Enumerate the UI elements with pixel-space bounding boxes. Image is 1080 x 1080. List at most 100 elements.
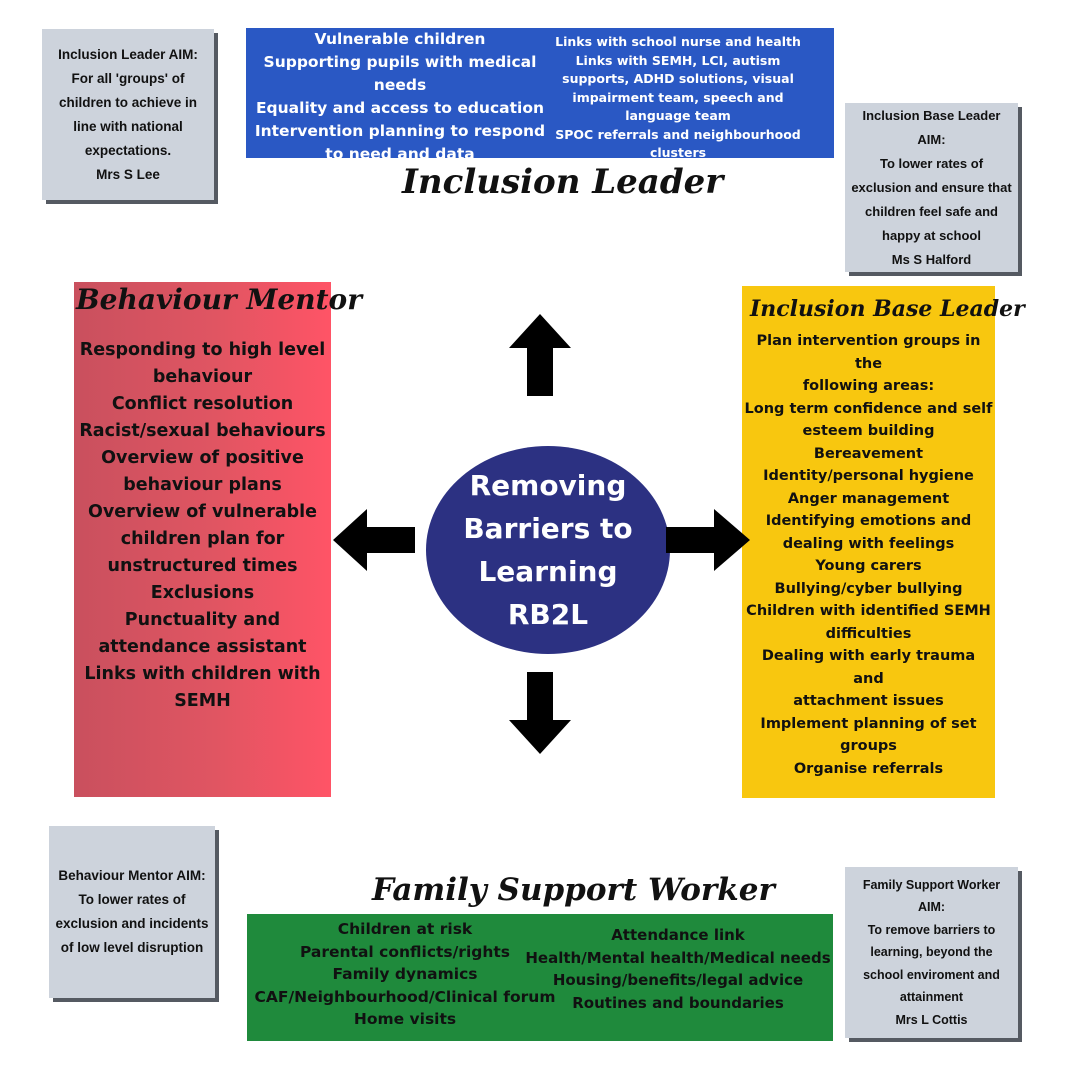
list-item: SEMH — [174, 691, 231, 711]
arrow-up-icon — [509, 314, 571, 396]
list-item: CAF/Neighbourhood/Clinical forum — [254, 987, 556, 1006]
list-item: groups — [840, 738, 897, 754]
aim-line: For all 'groups' of — [71, 70, 185, 86]
list-item: Attendance link — [611, 926, 745, 944]
list-item: children plan for — [120, 529, 285, 549]
center-line: Removing — [469, 469, 627, 502]
behaviour-mentor-title: Behaviour Mentor — [76, 283, 362, 316]
list-item: and — [853, 670, 884, 687]
inclusion-leader-left-list: Vulnerable children Supporting pupils wi… — [246, 28, 554, 166]
list-item: Family dynamics — [332, 965, 478, 983]
list-item: Bullying/cyber bullying — [774, 580, 963, 597]
list-item: Housing/benefits/legal advice — [552, 971, 804, 989]
aim-line: school enviroment and — [863, 967, 1000, 982]
list-item: attendance assistant — [98, 637, 307, 657]
aim-line: learning, beyond the — [870, 945, 993, 960]
behaviour-mentor-aim-box: Behaviour Mentor AIM: To lower rates of … — [49, 826, 215, 998]
aim-line: exclusion and ensure that — [851, 179, 1012, 195]
center-circle: Removing Barriers to Learning RB2L — [426, 446, 670, 654]
aim-line: Mrs L Cottis — [895, 1012, 968, 1027]
list-item: Organise referrals — [793, 760, 944, 777]
aim-line: AIM: — [917, 900, 946, 915]
aim-line: Mrs S Lee — [96, 166, 160, 182]
list-item: Anger management — [787, 490, 950, 507]
family-support-worker-box: Children at risk Parental conflicts/righ… — [247, 914, 833, 1041]
list-item: Health/Mental health/Medical needs — [525, 948, 831, 967]
list-item: Conflict resolution — [111, 394, 294, 414]
aim-line: of low level disruption — [60, 940, 204, 955]
list-item: Punctuality and — [124, 610, 281, 630]
list-item: Young carers — [815, 558, 922, 574]
aim-line: line with national — [73, 118, 183, 134]
list-item: Racist/sexual behaviours — [79, 421, 326, 441]
behaviour-mentor-box: Responding to high level behaviour Confl… — [74, 282, 331, 797]
list-item: esteem building — [802, 423, 935, 439]
center-line: Barriers to — [463, 512, 633, 545]
aim-line: To lower rates of — [78, 892, 186, 907]
list-item: Responding to high level — [79, 340, 326, 360]
list-item: Overview of positive — [101, 448, 304, 468]
family-support-worker-title: Family Support Worker — [372, 872, 775, 908]
list-item: Links with SEMH, LCI, autism — [575, 52, 781, 68]
aim-line: children to achieve in — [58, 94, 198, 110]
aim-line: expectations. — [84, 142, 172, 158]
aim-line: Inclusion Base Leader — [862, 107, 1001, 123]
family-support-right-list: Attendance link Health/Mental health/Med… — [525, 924, 831, 1014]
behaviour-mentor-list: Responding to high level behaviour Confl… — [74, 337, 331, 715]
arrow-down-icon — [509, 672, 571, 754]
list-item: Exclusions — [150, 583, 255, 603]
aim-line: Inclusion Leader AIM: — [58, 46, 198, 62]
list-item: Children with identified SEMH — [746, 603, 991, 619]
list-item: to need and data — [325, 145, 475, 163]
aim-line: attainment — [899, 990, 964, 1005]
list-item: Plan intervention groups in — [756, 333, 981, 349]
list-item: Children at risk — [337, 920, 473, 938]
aim-line: children feel safe and — [865, 203, 998, 219]
center-text: Removing Barriers to Learning RB2L — [463, 464, 632, 636]
aim-line: Ms S Halford — [891, 251, 972, 267]
aim-line: To remove barriers to — [867, 922, 996, 937]
inclusion-leader-aim-box: Inclusion Leader AIM: For all 'groups' o… — [42, 29, 214, 200]
list-item: SPOC referrals and neighbourhood cluster… — [555, 126, 801, 161]
list-item: Implement planning of set — [760, 715, 977, 732]
list-item: difficulties — [825, 625, 912, 642]
list-item: Links with school nurse and health — [555, 34, 801, 49]
list-item: following areas: — [802, 378, 935, 394]
list-item: Bereavement — [813, 445, 924, 462]
center-line: RB2L — [507, 598, 589, 631]
list-item: dealing with feelings — [782, 535, 955, 552]
inclusion-leader-title: Inclusion Leader — [402, 162, 724, 202]
list-item: behaviour — [152, 367, 253, 387]
list-item: Supporting pupils with medical needs — [263, 53, 537, 94]
list-item: Identifying emotions and — [765, 513, 972, 529]
inclusion-base-leader-box: Plan intervention groups in the followin… — [742, 286, 995, 798]
inclusion-base-leader-list: Plan intervention groups in the followin… — [742, 330, 995, 780]
list-item: Long term confidence and self — [744, 400, 993, 417]
list-item: Routines and boundaries — [572, 993, 784, 1012]
list-item: Intervention planning to respond — [254, 122, 546, 140]
list-item: Dealing with early trauma — [761, 648, 976, 664]
family-support-worker-aim-box: Family Support Worker AIM: To remove bar… — [845, 867, 1018, 1038]
list-item: Parental conflicts/rights — [299, 942, 511, 961]
list-item: impairment team, speech and — [572, 89, 784, 105]
aim-line: Family Support Worker — [862, 877, 1001, 892]
family-support-left-list: Children at risk Parental conflicts/righ… — [247, 918, 563, 1031]
list-item: Home visits — [353, 1010, 457, 1028]
aim-line: AIM: — [917, 131, 946, 147]
arrow-right-icon — [666, 509, 750, 571]
list-item: language team — [625, 108, 731, 123]
list-item: Vulnerable children — [314, 30, 486, 48]
list-item: Links with children with — [84, 664, 321, 684]
list-item: Identity/personal hygiene — [763, 468, 974, 484]
list-item: behaviour plans — [123, 475, 282, 495]
aim-line: To lower rates of — [879, 155, 984, 171]
list-item: Equality and access to education — [255, 99, 545, 117]
inclusion-leader-box: Vulnerable children Supporting pupils wi… — [246, 28, 834, 163]
list-item: Overview of vulnerable — [87, 502, 318, 522]
aim-line: exclusion and incidents — [55, 916, 209, 931]
arrow-left-icon — [333, 509, 415, 571]
list-item: unstructured times — [107, 556, 298, 576]
list-item: the — [854, 355, 883, 372]
center-line: Learning — [478, 555, 618, 588]
inclusion-base-leader-title: Inclusion Base Leader — [750, 296, 1025, 322]
